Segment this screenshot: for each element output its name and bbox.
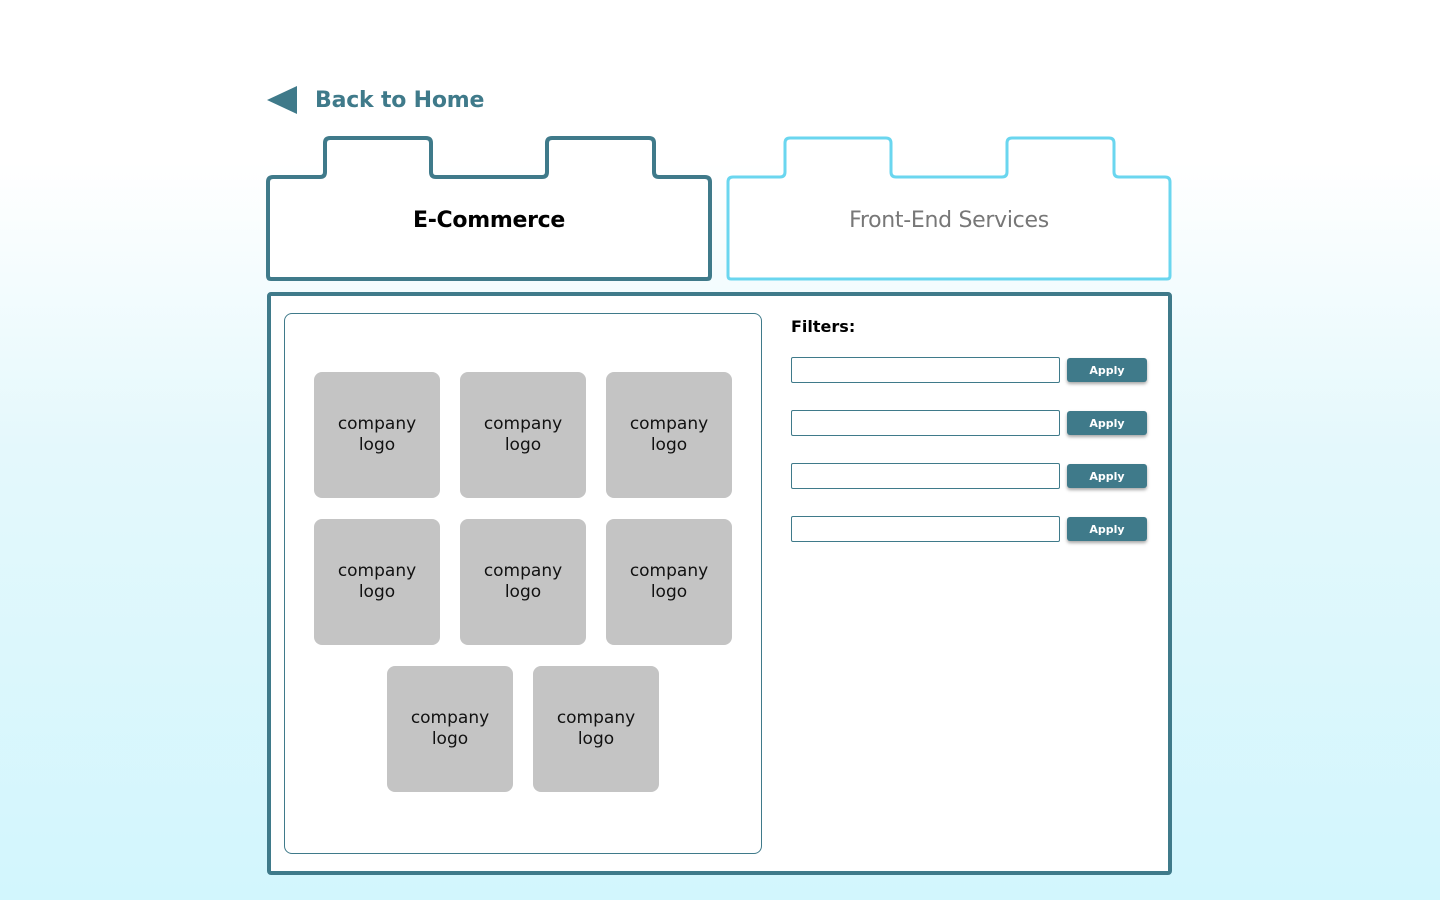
- apply-button[interactable]: Apply: [1067, 358, 1147, 382]
- filter-row: Apply: [791, 516, 1151, 542]
- company-logo-tile[interactable]: company logo: [606, 519, 732, 645]
- triangle-left-icon: [267, 86, 297, 114]
- company-logo-label: company logo: [629, 414, 709, 455]
- tab-e-commerce[interactable]: E-Commerce: [266, 136, 712, 283]
- company-logo-tile[interactable]: company logo: [460, 372, 586, 498]
- company-logo-grid: company logo company logo company logo c…: [284, 313, 762, 854]
- company-logo-tile[interactable]: company logo: [387, 666, 513, 792]
- tab-front-end-services[interactable]: Front-End Services: [726, 136, 1172, 283]
- company-logo-label: company logo: [483, 561, 563, 602]
- company-logo-label: company logo: [337, 561, 417, 602]
- filter-row: Apply: [791, 463, 1151, 489]
- main-panel: company logo company logo company logo c…: [267, 292, 1172, 875]
- back-to-home-label: Back to Home: [315, 87, 485, 113]
- company-logo-label: company logo: [629, 561, 709, 602]
- company-logo-tile[interactable]: company logo: [460, 519, 586, 645]
- back-to-home-link[interactable]: Back to Home: [266, 84, 484, 116]
- tab-e-commerce-label: E-Commerce: [413, 208, 565, 233]
- filter-row: Apply: [791, 410, 1151, 436]
- filter-input[interactable]: [791, 463, 1060, 489]
- company-logo-tile[interactable]: company logo: [606, 372, 732, 498]
- tab-front-end-services-frame: [726, 136, 1172, 281]
- company-logo-label: company logo: [410, 708, 490, 749]
- filter-input[interactable]: [791, 357, 1060, 383]
- filter-row: Apply: [791, 357, 1151, 383]
- filter-input[interactable]: [791, 516, 1060, 542]
- apply-button[interactable]: Apply: [1067, 411, 1147, 435]
- company-logo-tile[interactable]: company logo: [314, 372, 440, 498]
- company-logo-tile[interactable]: company logo: [533, 666, 659, 792]
- apply-button[interactable]: Apply: [1067, 464, 1147, 488]
- filter-input[interactable]: [791, 410, 1060, 436]
- company-logo-label: company logo: [483, 414, 563, 455]
- filters-title: Filters:: [791, 317, 856, 336]
- company-logo-label: company logo: [337, 414, 417, 455]
- apply-button[interactable]: Apply: [1067, 517, 1147, 541]
- company-logo-label: company logo: [556, 708, 636, 749]
- tab-front-end-services-label: Front-End Services: [849, 208, 1049, 233]
- company-logo-tile[interactable]: company logo: [314, 519, 440, 645]
- tab-e-commerce-frame: [266, 136, 712, 281]
